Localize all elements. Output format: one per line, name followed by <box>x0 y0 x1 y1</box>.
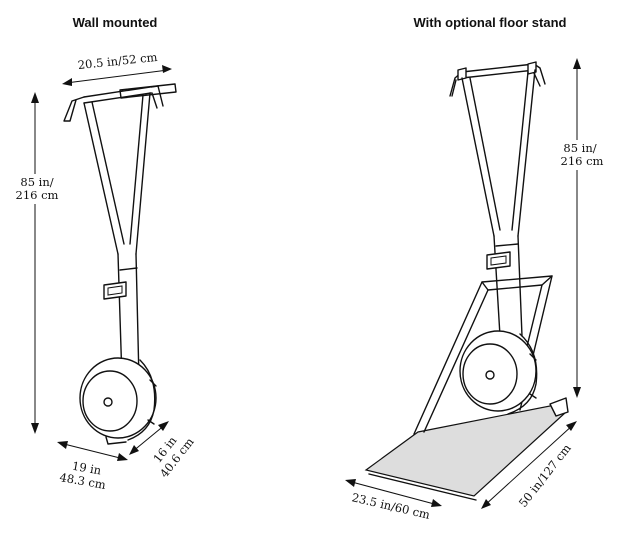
wall-height-label-line1: 85 in/ <box>20 175 53 189</box>
floor-height-label-line1: 85 in/ <box>563 141 596 155</box>
wall-base-label-line1: 19 in <box>71 459 103 478</box>
floor-width-label: 23.5 in/60 cm <box>350 490 431 522</box>
wall-base-dimension: 19 in 48.3 cm <box>57 441 128 492</box>
wall-mounted-machine <box>63 83 177 445</box>
heading-floor-stand: With optional floor stand <box>414 15 567 30</box>
wall-width-label: 20.5 in/52 cm <box>77 50 158 72</box>
floor-length-label: 50 in/127 cm <box>516 441 574 510</box>
wall-width-dimension: 20.5 in/52 cm <box>62 50 172 86</box>
floor-stand-machine <box>364 61 569 501</box>
wall-height-label-line2: 216 cm <box>16 188 59 202</box>
wall-height-dimension: 85 in/ 216 cm <box>10 92 62 434</box>
floor-height-dimension: 85 in/ 216 cm <box>556 58 606 398</box>
floor-height-label-line2: 216 cm <box>561 154 604 168</box>
floor-width-dimension: 23.5 in/60 cm <box>345 479 442 522</box>
heading-wall-mounted: Wall mounted <box>73 15 158 30</box>
